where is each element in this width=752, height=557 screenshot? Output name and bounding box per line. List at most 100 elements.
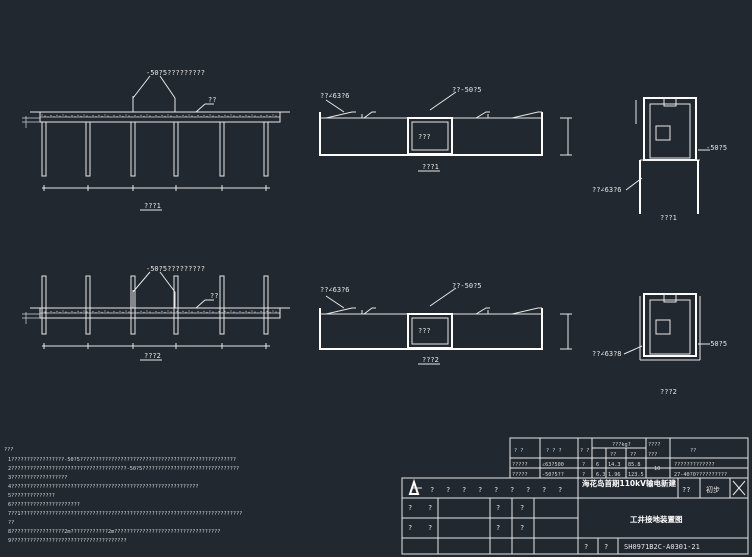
hatch-dot (71, 115, 73, 117)
notes-line-9: 8?????????????????2m????????????2m??????… (8, 529, 220, 535)
mid1-right-label: ??-50?5 (452, 86, 482, 94)
hatch-dot (140, 114, 142, 116)
hatch-dot (116, 116, 118, 118)
mt-sub-2: ?? (630, 452, 636, 458)
hatch-dot (77, 114, 79, 116)
hatch-dot (248, 311, 250, 313)
mid1-caption: ???1 (422, 163, 439, 171)
hatch-dot (188, 310, 190, 312)
tb-h6: ? (510, 486, 514, 494)
ground-rod (130, 275, 136, 335)
hatch-dot (200, 312, 202, 314)
hatch-dot (56, 114, 58, 116)
hatch-dot (182, 114, 184, 116)
hatch-dot (239, 311, 241, 313)
tb-sig8: ? (520, 524, 524, 532)
hatch-dot (50, 115, 52, 117)
hatch-dot (179, 312, 181, 314)
mt-r1-spec: ∠63?500 (542, 462, 564, 468)
view1-caption: ???1 (144, 202, 161, 210)
tb-drawing-no: SH0971B2C-A0301-21 (624, 543, 700, 551)
hatch-dot (188, 114, 190, 116)
hatch-dot (215, 116, 217, 118)
hatch-dot (149, 311, 151, 313)
view1-elevation: -50?5????????? ?? ???1 (22, 69, 290, 211)
tb-sig7: ? (496, 524, 500, 532)
mt-r2-name: ????? (512, 472, 528, 478)
right2-angle-label: ??∠63?8 (592, 350, 622, 358)
hatch-dot (176, 115, 178, 117)
hatch-dot (224, 310, 226, 312)
notes-line-1: 1?????????????????-50?5?????????????????… (8, 457, 236, 463)
mt-r2-remark: 27-40?0?????????? (674, 472, 727, 478)
hatch-dot (92, 115, 94, 117)
hatch-dot (209, 114, 211, 116)
hatch-dot (218, 311, 220, 313)
notes-line-6: 6?????????????????????? (8, 502, 80, 508)
hatch-dot (272, 114, 274, 116)
mt-h-remark: ?? (690, 448, 696, 454)
hatch-dot (221, 116, 223, 118)
tb-h2: ? (446, 486, 450, 494)
hatch-dot (233, 115, 235, 117)
hatch-dot (104, 310, 106, 312)
ground-rod (85, 275, 91, 335)
hatch-dot (83, 114, 85, 116)
hatch-dot (197, 311, 199, 313)
hatch-dot (266, 114, 268, 116)
mt-r1-n: 10 (654, 466, 660, 472)
hatch-dot (263, 116, 265, 118)
hatch-dot (155, 311, 157, 313)
angle-stub (470, 111, 490, 119)
view1-right-label: ?? (208, 96, 216, 104)
hatch-dot (212, 311, 214, 313)
mt-r1-qty: 6 (596, 462, 599, 468)
mid1-section: ??? ??∠63?6 ??-50?5 ???1 (319, 86, 572, 172)
hatch-dot (182, 310, 184, 312)
hatch-dot (89, 116, 91, 118)
hatch-dot (245, 310, 247, 312)
mt-r2-w2: 123.5 (628, 472, 644, 478)
title-block: ? ? ? ? ? ? ? ? ? 海花岛首期110kV输电新建 ?? 初步 工… (401, 477, 749, 555)
hatch-dot (44, 115, 46, 117)
hatch-dot (191, 115, 193, 117)
tb-h9: ? (558, 486, 562, 494)
hatch-dot (131, 312, 133, 314)
tb-stage-label: ?? (682, 486, 690, 494)
view2-callout-label: -50?5????????? (146, 265, 205, 273)
hatch-dot (260, 311, 262, 313)
hatch-dot (122, 115, 124, 117)
hatch-dot (242, 312, 244, 314)
tb-stage-value: 初步 (706, 485, 720, 494)
hatch-dot (236, 116, 238, 118)
notes-line-7: 7??1????????????????????????????????????… (8, 511, 242, 517)
hatch-dot (53, 116, 55, 118)
hatch-dot (167, 114, 169, 116)
hatch-dot (65, 115, 67, 117)
tb-foot1: ? (584, 543, 588, 551)
hatch-dot (173, 116, 175, 118)
hatch-dot (110, 312, 112, 314)
hatch-dot (74, 116, 76, 118)
hatch-dot (230, 114, 232, 116)
right1-caption: ???1 (660, 214, 677, 222)
hatch-dot (71, 311, 73, 313)
mt-r2-w1: 1.96 (608, 472, 621, 478)
hatch-dot (137, 116, 139, 118)
hatch-dot (116, 312, 118, 314)
hatch-dot (212, 115, 214, 117)
mt-r1-w1: 14.3 (608, 462, 621, 468)
hatch-dot (110, 116, 112, 118)
tb-h8: ? (542, 486, 546, 494)
tb-h7: ? (526, 486, 530, 494)
hatch-dot (107, 115, 109, 117)
hatch-dot (233, 311, 235, 313)
hatch-dot (119, 310, 121, 312)
hatch-dot (245, 114, 247, 116)
hatch-dot (164, 311, 166, 313)
hatch-dot (152, 312, 154, 314)
hatch-dot (98, 310, 100, 312)
hatch-dot (143, 311, 145, 313)
angle-stub (470, 307, 490, 315)
